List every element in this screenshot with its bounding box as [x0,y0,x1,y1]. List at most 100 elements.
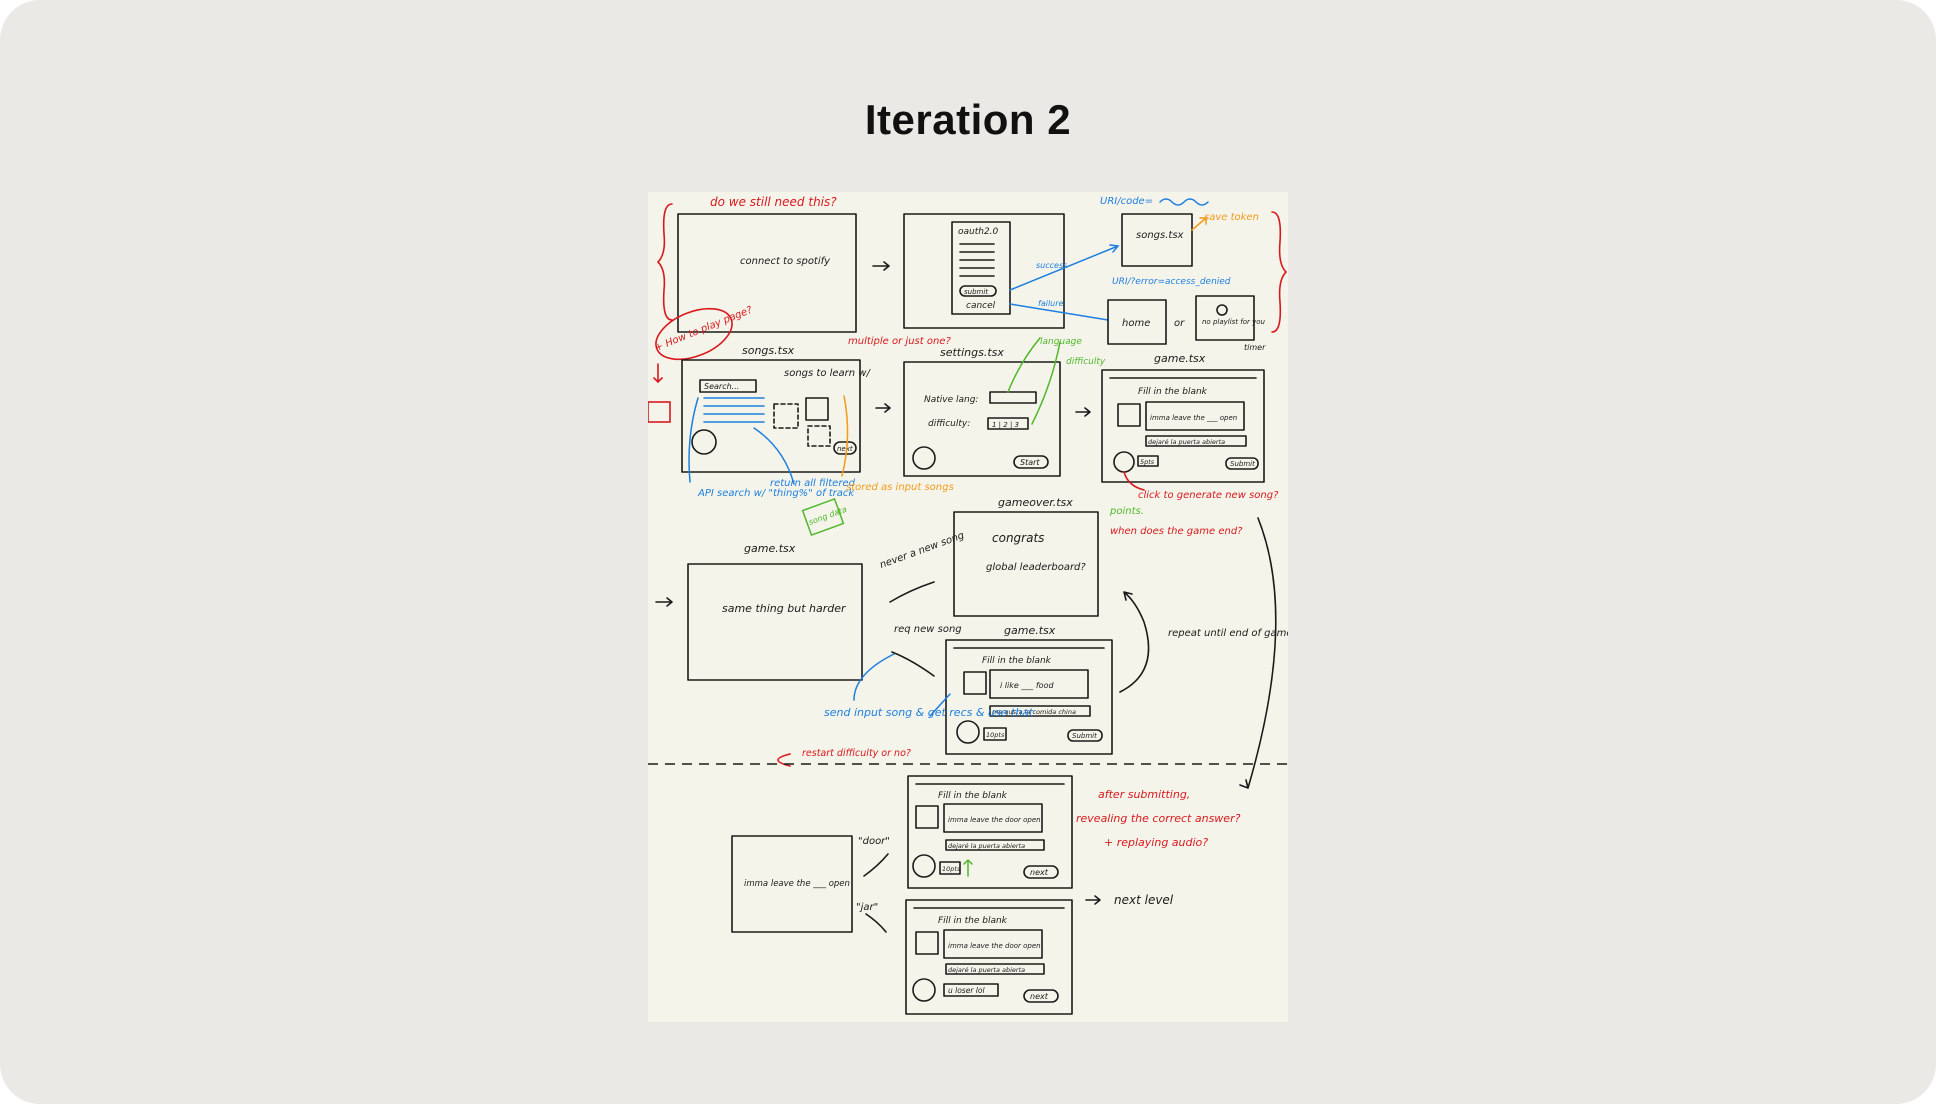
oauth-submit-button[interactable] [959,285,997,297]
note-when-end: when does the game end? [1110,526,1243,537]
album-art-icon-3 [963,671,987,695]
req-arrow [891,651,935,677]
translation-text: dejaré la puerta abierta [1148,438,1225,446]
no-playlist-screen [1195,295,1255,341]
home-screen [1107,299,1167,345]
how-to-play-circle [655,307,733,361]
note-restart: restart difficulty or no? [802,748,911,759]
sad-face-icon [1216,304,1228,316]
note-jar: "jar" [856,902,878,913]
translation-text-4: dejaré la puerta abierta [948,966,1025,974]
arrow-right-icon-3 [1075,407,1091,417]
note-click-generate: click to generate new song? [1138,490,1279,501]
red-brace-left [656,203,673,321]
wrong-answer-text: u loser lol [948,986,985,995]
oauth-cancel-label: cancel [966,301,996,311]
songs-small-label: songs.tsx [1136,230,1184,241]
note-req-new: req new song [894,624,962,635]
points-text: 5pts [1140,458,1155,466]
rec-arrow [929,693,951,717]
songs-next-label: next [837,445,853,453]
language-arrow [1007,337,1041,393]
submit-button-2[interactable] [1067,729,1103,742]
same-thing-label: same thing but harder [722,602,847,615]
translation-box [1145,435,1247,447]
avatar-icon-3 [1113,451,1135,473]
note-replaying: + replaying audio? [1104,836,1208,849]
note-revealing: revealing the correct answer? [1076,812,1241,825]
points-text-2: 10pts [986,731,1005,739]
lyric-box-3 [943,803,1043,833]
note-never-new: never a new song [878,530,965,571]
song-data-box [801,498,845,536]
native-lang-select[interactable] [989,391,1037,404]
translation-box-4 [945,963,1045,975]
difficulty-options: 1 | 2 | 3 [992,421,1019,429]
game-title: game.tsx [1154,352,1206,365]
fill-blank-label-4: Fill in the blank [938,916,1008,926]
oauth-dialog [951,221,1011,315]
note-points: points. [1109,506,1144,517]
note-after-submit: after submitting, [1098,788,1190,801]
oauth-lines [959,243,995,277]
arrow-right-icon [872,261,890,271]
search-input[interactable] [699,379,757,393]
start-button[interactable] [1013,455,1049,469]
connect-screen [677,213,857,333]
submit-label: Submit [1230,460,1255,468]
success-label: success [1036,261,1067,270]
avatar-icon [691,429,717,455]
fill-blank-label-2: Fill in the blank [982,656,1052,666]
note-save-token: save token [1204,212,1259,223]
difficulty-select[interactable] [987,417,1029,430]
arrow-right-icon-2 [875,403,891,413]
lyric-text-4: imma leave the door open [948,942,1041,950]
oauth-submit-label: submit [964,288,988,296]
answer-screen-correct [907,775,1073,889]
sketch-image: do we still need this? connect to spotif… [648,192,1288,1022]
note-how-to-play: + How to play page? [653,304,755,354]
next-label-2: next [1030,992,1049,1001]
note-door: "door" [858,836,890,847]
red-down-arrow [653,363,663,384]
note-difficulty: difficulty [1066,357,1106,367]
long-down-arrow [1239,517,1277,789]
translation-box-3 [945,839,1045,851]
answer-screen-wrong [905,899,1073,1015]
settings-title: settings.tsx [940,346,1004,359]
arrow-right-icon-4 [655,597,673,607]
empty-slot-2 [807,425,831,447]
avatar-icon-2 [912,446,936,470]
songs-small-screen [1121,213,1193,267]
submit-label-2: Submit [1072,732,1097,740]
jar-arrow [865,913,887,933]
next-button[interactable] [1023,865,1059,879]
avatar-icon-6 [912,978,936,1002]
next-label: next [1030,868,1049,877]
congrats-label: congrats [992,531,1044,545]
send-input-arrow [853,653,895,701]
slide-title: Iteration 2 [864,96,1072,143]
submit-button[interactable] [1225,457,1259,470]
red-brace-right [1271,211,1288,333]
lyric-text-3: imma leave the door open [948,816,1041,824]
wrong-answer-box [943,983,999,997]
note-uri-error: URI/?error=access_denied [1112,277,1231,287]
settings-screen [903,361,1061,477]
songs-to-learn-label: songs to learn w/ [784,368,871,379]
native-lang-label: Native lang: [924,395,978,405]
red-box [648,401,671,423]
failure-label: failure [1038,299,1064,308]
oauth-title: oauth2.0 [958,227,999,237]
home-label: home [1122,318,1150,329]
fill-blank-label: Fill in the blank [1138,387,1208,397]
start-label: Start [1020,458,1040,467]
repeat-arrow [1119,591,1150,693]
songs-next-button[interactable] [833,441,857,455]
next-button-2[interactable] [1023,989,1059,1003]
avatar-icon-4 [956,720,980,744]
translation-text-3: dejaré la puerta abierta [948,842,1025,850]
note-timer: timer [1244,343,1266,352]
green-up-arrow [963,858,973,877]
